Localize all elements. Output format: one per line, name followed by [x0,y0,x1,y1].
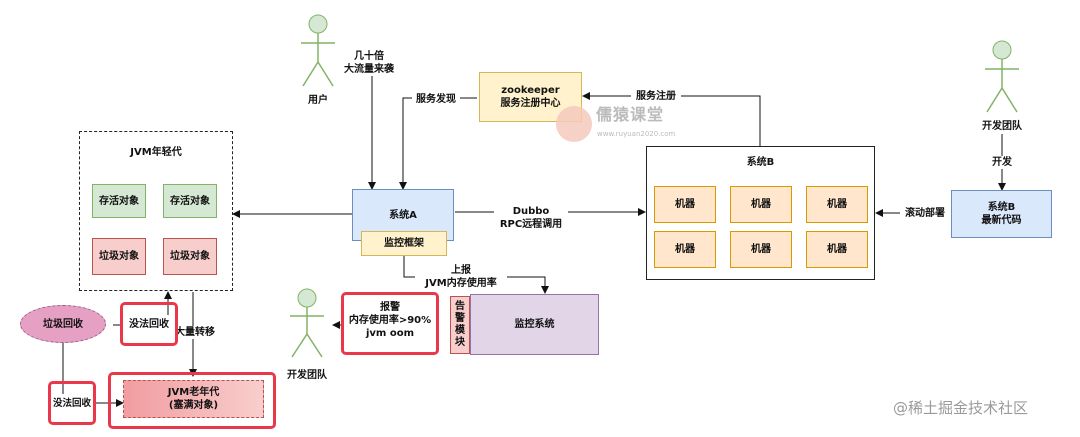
system-b-title: 系统B [746,157,775,168]
dev-team-top-label: 开发团队 [982,121,1022,132]
rolling-deploy-label: 滚动部署 [900,207,950,220]
dubbo-line1: Dubbo [512,206,550,217]
alarm-text: 报警 内存使用率>90% jvm oom [341,301,439,340]
traffic-line2: 大流量来袭 [344,64,394,75]
mass-transfer-label: 大量转移 [175,326,215,339]
no-reclaim-2-highlight [48,381,96,425]
report-line1: 上报 [451,265,471,276]
dev-team-bottom-label: 开发团队 [287,370,327,381]
alarm-highlight [341,292,439,355]
arrow-discovery [399,97,477,190]
garbage-object-2[interactable]: 垃圾对象 [163,238,217,275]
young-gen-title: JVM年轻代 [130,147,182,158]
traffic-line1: 几十倍 [354,51,384,62]
latest-line1: 系统B [987,202,1016,213]
old-gen-highlight [108,372,276,429]
service-discovery-label: 服务发现 [412,93,460,106]
machine-5[interactable]: 机器 [730,231,792,268]
footer-credit: @稀土掘金技术社区 [893,399,1029,417]
survivor-object-2[interactable]: 存活对象 [163,184,217,218]
garbage-object-1[interactable]: 垃圾对象 [92,238,146,275]
no-reclaim-1-label: 没法回收 [123,315,175,333]
machine-2[interactable]: 机器 [730,186,792,223]
report-line2: JVM内存使用率 [425,278,497,289]
user-actor-icon [301,14,335,87]
zookeeper-title: zookeeper [501,85,560,96]
report-label: 上报 JVM内存使用率 [415,264,507,290]
no-reclaim-1-highlight [120,302,178,346]
dev-team-bottom-actor-icon [290,288,324,358]
young-gen-container [79,131,233,291]
dubbo-label: Dubbo RPC远程调用 [494,205,568,231]
monitoring-system-node[interactable]: 监控系统 [470,294,599,355]
monitor-framework-node[interactable]: 监控框架 [361,231,447,256]
alarm-line1: 报警 [380,302,400,313]
traffic-label: 几十倍 大流量来袭 [341,50,397,76]
garbage-collection-node[interactable]: 垃圾回收 [20,305,106,343]
survivor-object-1[interactable]: 存活对象 [92,184,146,218]
old-gen-node[interactable]: JVM老年代 (塞满对象) [123,380,264,418]
machine-1[interactable]: 机器 [654,186,716,223]
watermark-url: www.ruyuan2020.com [597,130,676,138]
watermark-brand: 儒猿课堂 [596,105,665,124]
no-reclaim-2-label: 没法回收 [51,394,93,412]
machine-3[interactable]: 机器 [806,186,868,223]
machine-4[interactable]: 机器 [654,231,716,268]
alarm-line3: jvm oom [365,328,414,339]
user-label: 用户 [308,95,328,106]
old-gen-title: JVM老年代 [167,387,220,398]
alarm-line2: 内存使用率>90% [348,315,432,326]
dev-team-top-actor-icon [985,40,1019,113]
alert-module-node[interactable]: 告警模块 [450,296,470,354]
service-register-label: 服务注册 [631,90,681,103]
old-gen-subtitle: (塞满对象) [168,400,219,411]
ruyuan-logo-icon [556,106,592,142]
latest-line2: 最新代码 [981,215,1022,226]
machine-6[interactable]: 机器 [806,231,868,268]
system-b-latest-node[interactable]: 系统B 最新代码 [951,190,1052,238]
dubbo-line2: RPC远程调用 [499,219,563,230]
zookeeper-subtitle: 服务注册中心 [500,98,561,109]
dev-label: 开发 [988,156,1016,169]
